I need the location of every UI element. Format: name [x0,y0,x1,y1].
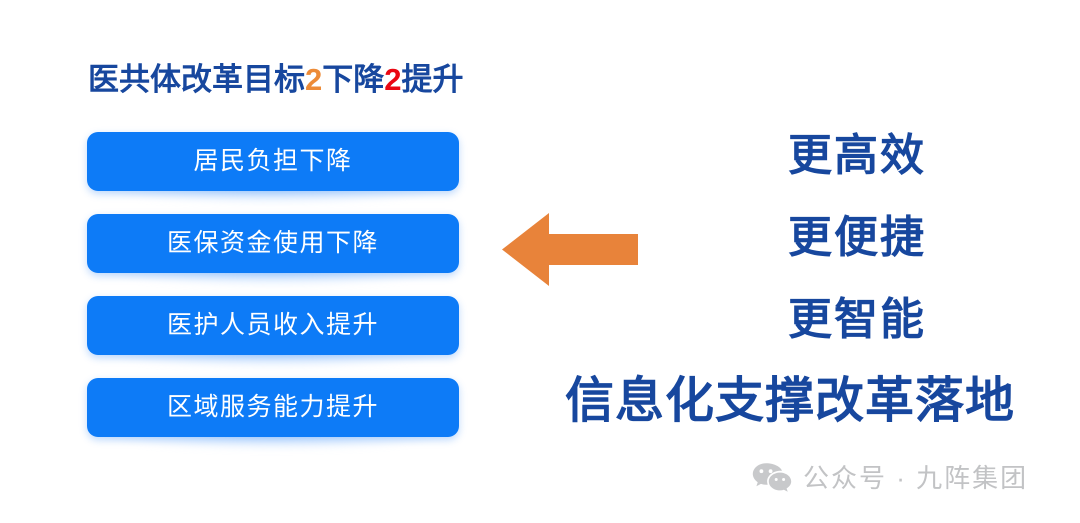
goal-label: 医护人员收入提升 [166,311,379,339]
wechat-icon [752,463,792,492]
goal-button-regional-capacity[interactable]: 区域服务能力提升 [87,378,459,437]
goal-button-residents-burden[interactable]: 居民负担下降 [87,132,459,191]
goal-label: 区域服务能力提升 [166,393,379,421]
goal-item: 医护人员收入提升 [87,296,459,368]
title-number-down: 2 [305,62,323,97]
goal-list: 居民负担下降 医保资金使用下降 医护人员收入提升 区域服务能力提升 [87,132,459,450]
goal-label: 医保资金使用下降 [166,229,379,257]
goal-item: 医保资金使用下降 [87,214,459,286]
page-title: 医共体改革目标2下降2提升 [88,62,464,98]
watermark-text: 公众号 · 九阵集团 [803,463,1029,493]
title-prefix: 医共体改革目标 [88,62,305,97]
goal-item: 区域服务能力提升 [87,378,459,450]
title-suffix: 提升 [401,62,464,97]
title-number-up: 2 [384,62,402,97]
conclusion-text: 信息化支撑改革落地 [564,374,1015,428]
benefit-line-intelligence: 更智能 [788,295,926,344]
goal-button-insurance-fund[interactable]: 医保资金使用下降 [87,214,459,273]
goal-button-staff-income[interactable]: 医护人员收入提升 [87,296,459,355]
benefit-line-efficiency: 更高效 [788,131,926,180]
goal-label: 居民负担下降 [193,147,353,175]
goal-item: 居民负担下降 [87,132,459,204]
benefit-list: 更高效 更便捷 更智能 [660,134,1040,342]
arrow-left-icon [502,213,638,286]
title-mid: 下降 [322,62,385,97]
benefit-line-convenience: 更便捷 [788,213,926,262]
watermark: 公众号 · 九阵集团 [752,462,1028,494]
